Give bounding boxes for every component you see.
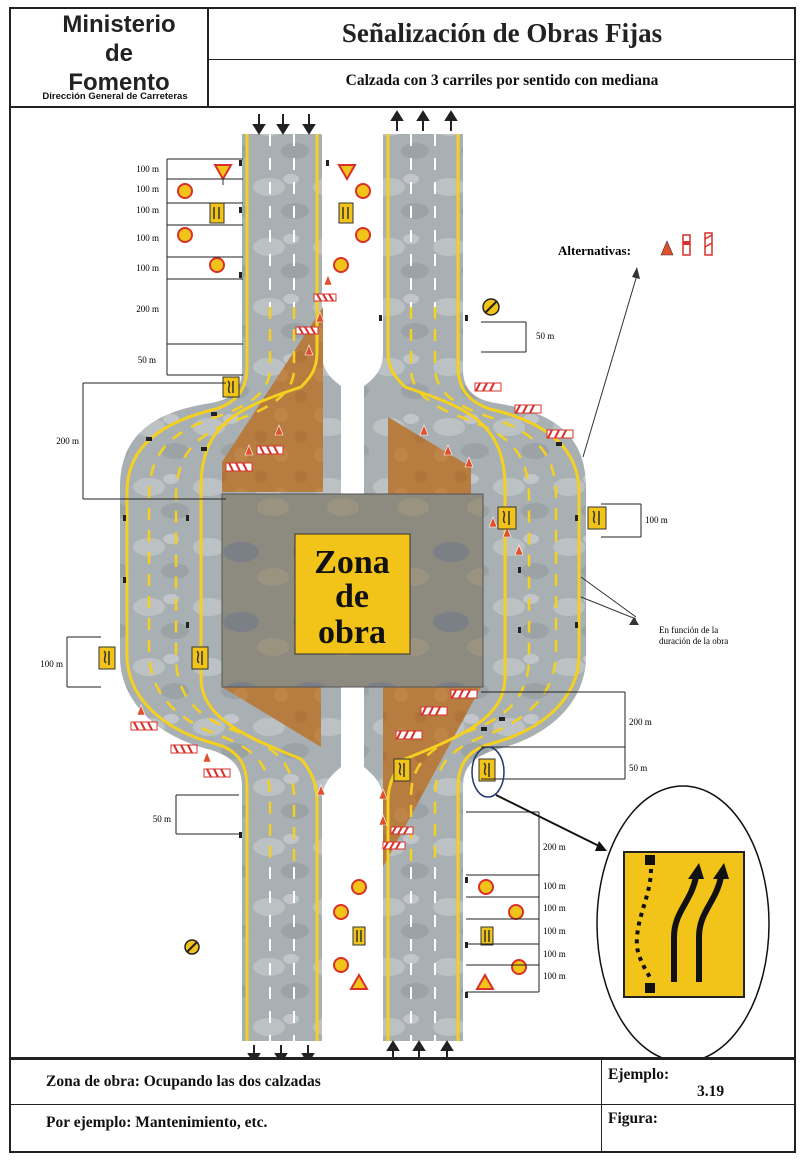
work-area-left-lower — [222, 687, 321, 747]
subtitle-divider — [208, 59, 796, 60]
detail-enlargement-ring — [596, 785, 770, 1057]
distance-label: 200 m — [136, 304, 159, 314]
distance-label: 50 m — [536, 331, 554, 341]
lane-lines — [269, 134, 436, 1041]
right-dimension-lines — [466, 321, 642, 993]
distance-label: 100 m — [136, 263, 159, 273]
duration-arrowhead — [629, 617, 639, 625]
distance-label: 100 m — [136, 205, 159, 215]
distance-label: 100 m — [543, 971, 566, 981]
distance-label: 100 m — [136, 164, 159, 174]
ministry-line: Fomento — [68, 69, 170, 96]
distance-label: 100 m — [543, 949, 566, 959]
note-text: Por ejemplo: Mantenimiento, etc. — [46, 1114, 268, 1131]
distance-label: 100 m — [40, 659, 63, 669]
beacon-lights — [123, 160, 578, 998]
left-approach-signs — [98, 164, 240, 955]
zone-description: Zona de obra: Ocupando las dos calzadas — [46, 1073, 321, 1090]
chevron-barriers — [130, 293, 574, 850]
page-title: Señalización de Obras Fijas — [341, 18, 663, 48]
work-zone-label-line: de — [335, 578, 369, 615]
duration-pointer — [580, 576, 637, 620]
distance-label: 100 m — [543, 926, 566, 936]
distance-label: 50 m — [629, 763, 647, 773]
distance-label: 100 m — [136, 233, 159, 243]
detail-source-circle — [471, 746, 505, 798]
work-area-left — [222, 307, 323, 492]
work-zone-label-line: Zona — [314, 544, 390, 581]
footer-divider-h — [9, 1104, 796, 1105]
direction-arrows — [247, 110, 458, 1057]
distance-label: 200 m — [629, 717, 652, 727]
ministry-line: de — [104, 40, 133, 67]
footer-divider-v — [601, 1058, 602, 1153]
example-label: Ejemplo: — [608, 1066, 670, 1083]
detail-arrow — [495, 794, 602, 848]
ministry-name: Ministerio de Fomento — [34, 10, 204, 97]
distance-label: 50 m — [138, 355, 156, 365]
work-zone-label-box — [294, 533, 411, 655]
distance-label: 100 m — [645, 515, 668, 525]
alternatives-arrowhead — [632, 267, 640, 279]
work-zone-label-line: obra — [318, 614, 386, 651]
edge-lines — [125, 134, 581, 1041]
left-dimension-lines — [66, 158, 243, 835]
work-area-right — [388, 417, 471, 495]
alternative-devices — [660, 232, 713, 256]
lane-shift-sign-detail — [623, 851, 745, 998]
distance-label: 100 m — [543, 903, 566, 913]
page-subtitle: Calzada con 3 carriles por sentido con m… — [345, 72, 659, 89]
distance-label: 200 m — [56, 436, 79, 446]
diverted-lane-lines — [147, 307, 558, 867]
figure-label: Figura: — [608, 1110, 658, 1127]
alternatives-arrow — [582, 274, 638, 458]
traffic-cones — [136, 274, 524, 826]
distance-label: 100 m — [543, 881, 566, 891]
directorate: Dirección General de Carreteras — [42, 91, 188, 102]
distance-label: 100 m — [136, 184, 159, 194]
ministry-line: Ministerio — [62, 11, 176, 38]
footer-frame — [9, 1058, 796, 1153]
distance-label: 200 m — [543, 842, 566, 852]
example-number: 3.19 — [697, 1083, 725, 1100]
duration-note-line: En función de la — [659, 625, 718, 635]
right-approach-signs — [333, 164, 607, 990]
detail-arrowhead — [595, 841, 607, 851]
traffic-diagram: Zona de obra — [40, 110, 770, 1057]
alternatives-label: Alternativas: — [558, 243, 631, 258]
duration-note-line: duración de la obra — [659, 636, 728, 646]
distance-label: 50 m — [153, 814, 171, 824]
